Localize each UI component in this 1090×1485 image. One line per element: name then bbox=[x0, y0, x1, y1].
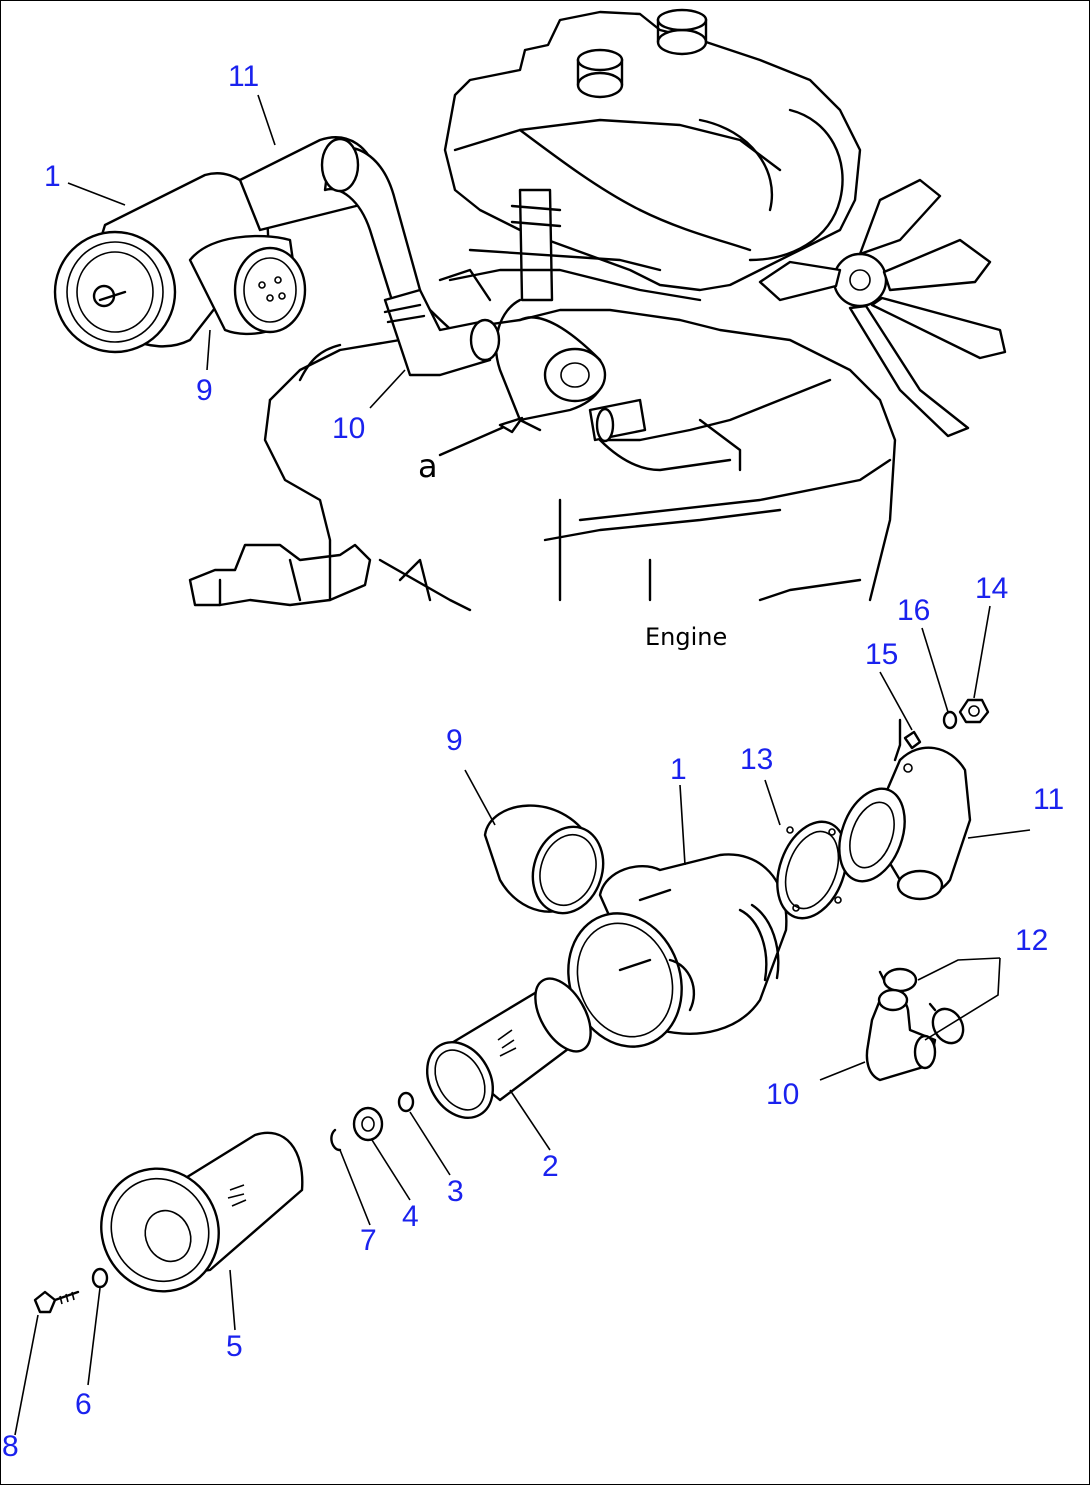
parts-3-4-7 bbox=[330, 1091, 415, 1152]
view-mark-a: a bbox=[418, 447, 438, 485]
callout-11: 11 bbox=[1033, 783, 1065, 816]
callout-14: 14 bbox=[975, 572, 1009, 605]
callout-9: 9 bbox=[446, 724, 463, 757]
callout-5: 5 bbox=[226, 1330, 243, 1363]
fan bbox=[758, 178, 1007, 438]
part-1-cleaner-body bbox=[567, 853, 788, 1048]
callout-12: 12 bbox=[1015, 924, 1049, 957]
callout-1-installed: 1 bbox=[44, 160, 61, 193]
callout-13: 13 bbox=[740, 743, 774, 776]
engine-label: Engine bbox=[645, 623, 728, 651]
engine-outline bbox=[188, 8, 1007, 612]
callout-10-installed: 10 bbox=[332, 412, 366, 445]
callout-3: 3 bbox=[447, 1175, 464, 1208]
leader-lines bbox=[14, 94, 1031, 1436]
part-11-elbow bbox=[838, 718, 972, 901]
fasteners-14-15-16 bbox=[903, 698, 990, 750]
callout-16: 16 bbox=[897, 594, 931, 627]
callout-2: 2 bbox=[542, 1150, 559, 1183]
callout-8: 8 bbox=[2, 1430, 19, 1463]
part-9-intake-sleeve bbox=[483, 804, 605, 915]
callout-11-installed: 11 bbox=[228, 60, 260, 93]
part-5-primary-element bbox=[100, 1131, 304, 1293]
part-10-hose bbox=[865, 988, 937, 1082]
callout-4: 4 bbox=[402, 1200, 419, 1233]
callout-6: 6 bbox=[75, 1388, 92, 1421]
part-2-safety-element bbox=[426, 977, 592, 1119]
callout-9-installed: 9 bbox=[196, 374, 213, 407]
callout-7: 7 bbox=[360, 1224, 377, 1257]
parts-6-8 bbox=[33, 1267, 109, 1314]
callout-10: 10 bbox=[766, 1078, 800, 1111]
callout-1: 1 bbox=[670, 753, 687, 786]
callout-15: 15 bbox=[865, 638, 899, 671]
part-13-gasket bbox=[776, 820, 848, 920]
installed-air-cleaner bbox=[53, 136, 501, 377]
